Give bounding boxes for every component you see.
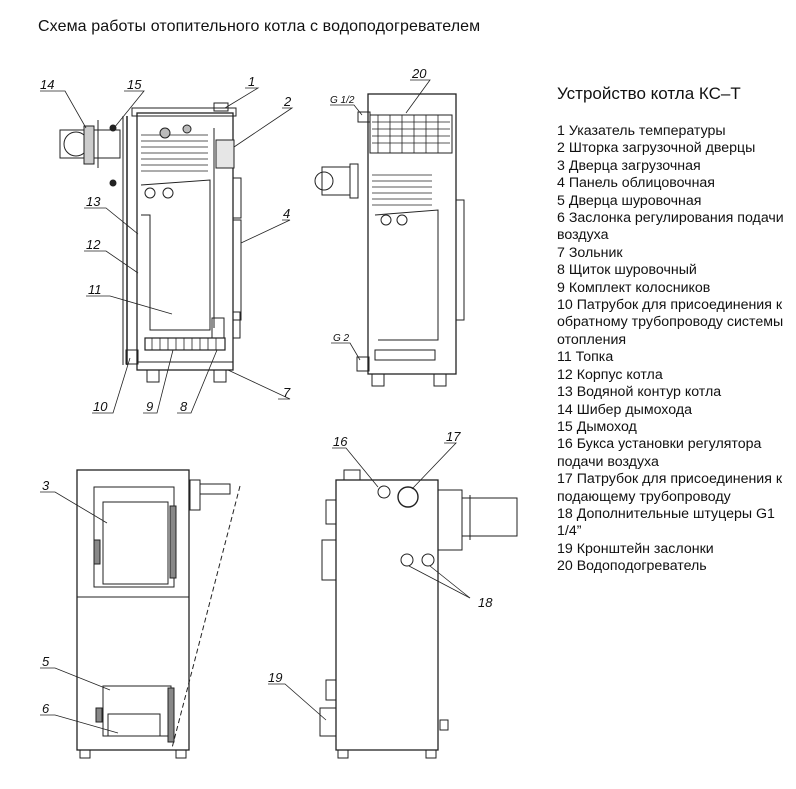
section-view xyxy=(40,87,294,414)
callout-8: 8 xyxy=(180,399,188,414)
supply-pipe xyxy=(397,486,419,508)
callout-5: 5 xyxy=(42,654,50,669)
callout-6: 6 xyxy=(42,701,50,716)
rear-view xyxy=(268,442,518,759)
callout-11: 11 xyxy=(88,282,102,297)
legend-item: 5 Дверца шуровочная xyxy=(557,192,702,209)
legend-item: 17 Патрубок для присоединения к подающем… xyxy=(557,471,783,505)
legend-list: 1 Указатель температуры 2 Шторка загрузо… xyxy=(557,123,793,576)
callout-15: 15 xyxy=(127,77,142,92)
legend-title: Устройство котла КС–Т xyxy=(557,84,741,103)
legend-item: 10 Патрубок для присоединения к обратном… xyxy=(557,297,784,348)
legend-item: 9 Комплект колосников xyxy=(557,279,711,296)
legend-item: 20 Водоподогреватель xyxy=(557,558,707,575)
legend-item: 11 Топка xyxy=(557,349,614,366)
callout-10: 10 xyxy=(93,399,108,414)
front-view xyxy=(40,469,241,759)
callout-19: 19 xyxy=(268,670,282,685)
callout-20: 20 xyxy=(411,66,427,81)
legend-item: 7 Зольник xyxy=(557,244,623,261)
legend-item: 8 Щиток шуровочный xyxy=(557,262,697,279)
callout-7: 7 xyxy=(283,385,291,400)
callout-18: 18 xyxy=(478,595,493,610)
legend-item: 1 Указатель температуры xyxy=(557,123,726,139)
side-view xyxy=(314,79,465,387)
callout-1: 1 xyxy=(248,74,255,89)
callout-9: 9 xyxy=(146,399,153,414)
page-title: Схема работы отопительного котла с водоп… xyxy=(38,18,481,35)
legend-item: 12 Корпус котла xyxy=(557,366,663,383)
callout-2: 2 xyxy=(283,94,292,109)
regulator-bush xyxy=(377,485,391,499)
legend-item: 13 Водяной контур котла xyxy=(557,384,722,401)
legend-item: 2 Шторка загрузочной дверцы xyxy=(557,140,756,157)
legend-item: 15 Дымоход xyxy=(557,418,637,435)
callout-3: 3 xyxy=(42,478,50,493)
callout-13: 13 xyxy=(86,194,101,209)
mark-g-bottom: G 2 xyxy=(333,333,350,344)
callout-4: 4 xyxy=(283,206,290,221)
legend-item: 4 Панель облицовочная xyxy=(557,175,715,192)
callout-16: 16 xyxy=(333,434,348,449)
legend-item: 19 Кронштейн заслонки xyxy=(557,540,714,557)
legend-item: 3 Дверца загрузочная xyxy=(557,157,701,174)
mark-g-top: G 1/2 xyxy=(330,95,355,106)
callout-17: 17 xyxy=(446,429,461,444)
legend-item: 18 Дополнительные штуцеры G1 1/4” xyxy=(557,505,775,540)
water-heater xyxy=(369,114,453,154)
legend-item: 16 Букса установки регулятора подачи воз… xyxy=(557,436,762,470)
legend-item: 6 Заслонка регулирования подачи воздуха xyxy=(557,210,784,244)
callout-12: 12 xyxy=(86,237,101,252)
callout-14: 14 xyxy=(40,77,54,92)
legend-item: 14 Шибер дымохода xyxy=(557,401,692,418)
